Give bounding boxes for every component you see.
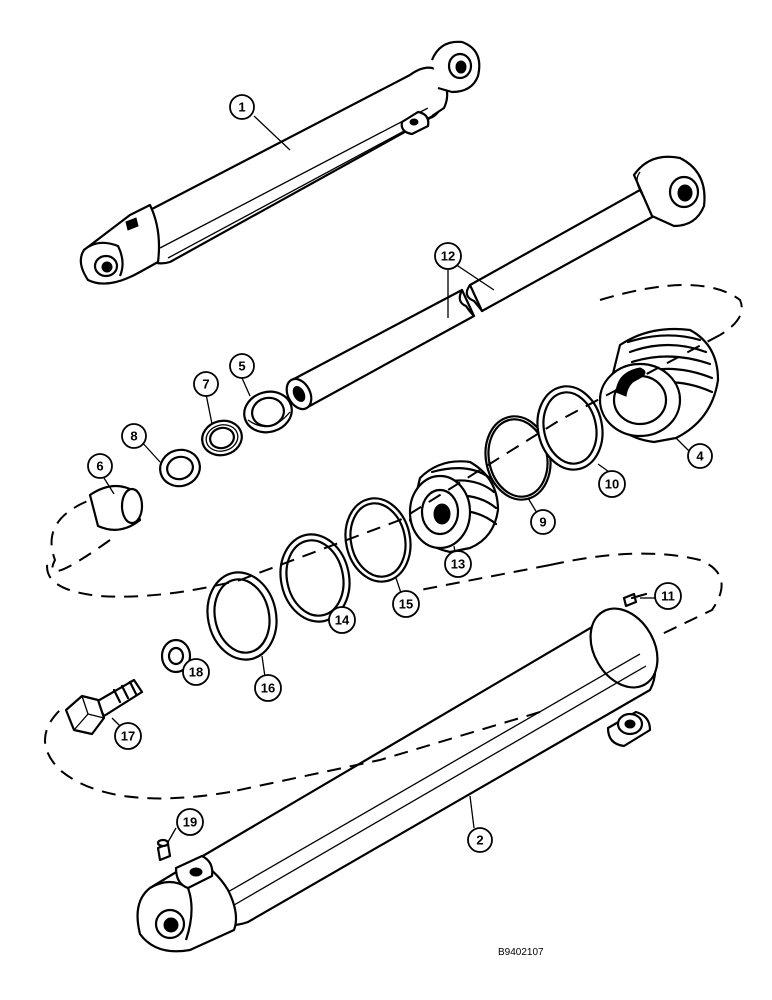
callout-13: 13 (444, 550, 472, 578)
callout-6: 6 (87, 453, 113, 479)
svg-text:13: 13 (451, 557, 465, 572)
part-cylinder-assembly (79, 40, 481, 285)
callout-15: 15 (392, 590, 420, 618)
svg-text:18: 18 (189, 665, 203, 680)
svg-text:1: 1 (238, 100, 245, 115)
part-wear-ring-5 (243, 390, 293, 434)
callout-2: 2 (467, 827, 493, 853)
part-gland (598, 327, 720, 444)
part-seal-7 (201, 419, 243, 457)
drawing-code: B9402107 (498, 947, 544, 958)
callout-5: 5 (229, 353, 255, 379)
callout-16: 16 (254, 674, 282, 702)
part-backup-ring-8 (159, 448, 201, 488)
callout-11: 11 (654, 582, 682, 610)
svg-text:2: 2 (476, 833, 483, 848)
svg-text:15: 15 (399, 597, 413, 612)
part-seal-14 (279, 533, 351, 623)
callout-14: 14 (328, 606, 356, 634)
callout-18: 18 (182, 658, 210, 686)
callout-1: 1 (229, 94, 255, 120)
callout-17: 17 (114, 722, 142, 750)
part-wiper-6 (88, 484, 144, 531)
part-washer-18 (160, 638, 192, 674)
svg-text:9: 9 (539, 515, 546, 530)
svg-text:6: 6 (96, 459, 103, 474)
svg-text:12: 12 (441, 249, 455, 264)
dashed-group-outline-upper (50, 284, 743, 573)
callout-10: 10 (598, 470, 626, 498)
svg-text:17: 17 (121, 729, 135, 744)
part-screw-11 (622, 592, 648, 608)
callout-4: 4 (687, 443, 713, 469)
svg-text:7: 7 (202, 377, 209, 392)
part-seal-16 (206, 571, 278, 661)
svg-text:19: 19 (183, 815, 197, 830)
svg-text:11: 11 (661, 589, 675, 604)
part-bolt-17 (64, 678, 144, 736)
svg-text:4: 4 (696, 449, 704, 464)
callout-8: 8 (121, 423, 147, 449)
svg-text:14: 14 (335, 613, 350, 628)
callout-7: 7 (193, 371, 219, 397)
svg-text:8: 8 (130, 429, 137, 444)
part-backup-ring-10 (536, 385, 604, 471)
callout-12: 12 (434, 242, 462, 270)
svg-text:5: 5 (238, 359, 245, 374)
dashed-group-outline-lower-b (229, 564, 551, 793)
part-wear-ring-15 (344, 497, 412, 583)
callout-9: 9 (530, 509, 556, 535)
svg-text:16: 16 (261, 681, 275, 696)
svg-text:10: 10 (605, 477, 619, 492)
part-piston-13 (408, 460, 500, 554)
dashed-group-outline-lower (44, 552, 723, 800)
part-barrel (136, 607, 659, 953)
callout-19: 19 (176, 808, 204, 836)
part-piston-rod (285, 155, 706, 411)
part-grease-fitting-19 (156, 838, 172, 862)
